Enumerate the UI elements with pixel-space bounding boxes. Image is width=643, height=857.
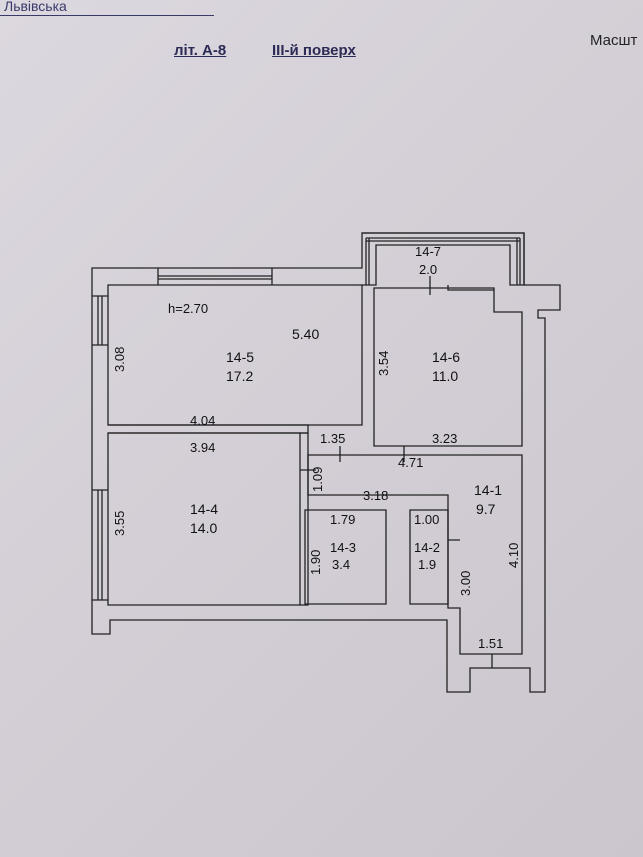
room-143-id: 14-3 — [330, 540, 356, 555]
dim-179: 1.79 — [330, 512, 355, 527]
dim-151: 1.51 — [478, 636, 503, 651]
dim-100: 1.00 — [414, 512, 439, 527]
lit-title: літ. А-8 — [174, 42, 227, 59]
dim-355: 3.55 — [112, 511, 127, 536]
dim-109: 1.09 — [310, 467, 325, 492]
dim-308: 3.08 — [112, 347, 127, 372]
room-141-area: 9.7 — [476, 501, 496, 517]
room-143-area: 3.4 — [332, 557, 350, 572]
dim-471: 4.71 — [398, 455, 423, 470]
street-label: Львівська — [4, 0, 67, 14]
dim-135: 1.35 — [320, 431, 345, 446]
room-147-area: 2.0 — [419, 262, 437, 277]
street-underline — [0, 15, 214, 16]
dim-410: 4.10 — [506, 543, 521, 568]
room-146-id: 14-6 — [432, 349, 460, 365]
dim-318: 3.18 — [363, 488, 388, 503]
dim-540: 5.40 — [292, 326, 319, 342]
height-note: h=2.70 — [168, 301, 208, 316]
dim-300: 3.00 — [458, 571, 473, 596]
dim-394: 3.94 — [190, 440, 215, 455]
room-146-area: 11.0 — [432, 368, 458, 384]
room-147-id: 14-7 — [415, 244, 441, 259]
floor-title: ІІІ-й поверх — [272, 42, 356, 59]
room-142-id: 14-2 — [414, 540, 440, 555]
dim-323: 3.23 — [432, 431, 457, 446]
room-145-id: 14-5 — [226, 349, 254, 365]
room-144-area: 14.0 — [190, 520, 217, 536]
room-142-area: 1.9 — [418, 557, 436, 572]
dim-354: 3.54 — [376, 351, 391, 376]
dim-404: 4.04 — [190, 413, 215, 428]
room-141-id: 14-1 — [474, 482, 502, 498]
room-145-area: 17.2 — [226, 368, 253, 384]
scale-label: Масшт — [590, 32, 638, 49]
room-144-id: 14-4 — [190, 501, 218, 517]
wall-outlines — [91, 232, 561, 693]
dim-190: 1.90 — [308, 550, 323, 575]
